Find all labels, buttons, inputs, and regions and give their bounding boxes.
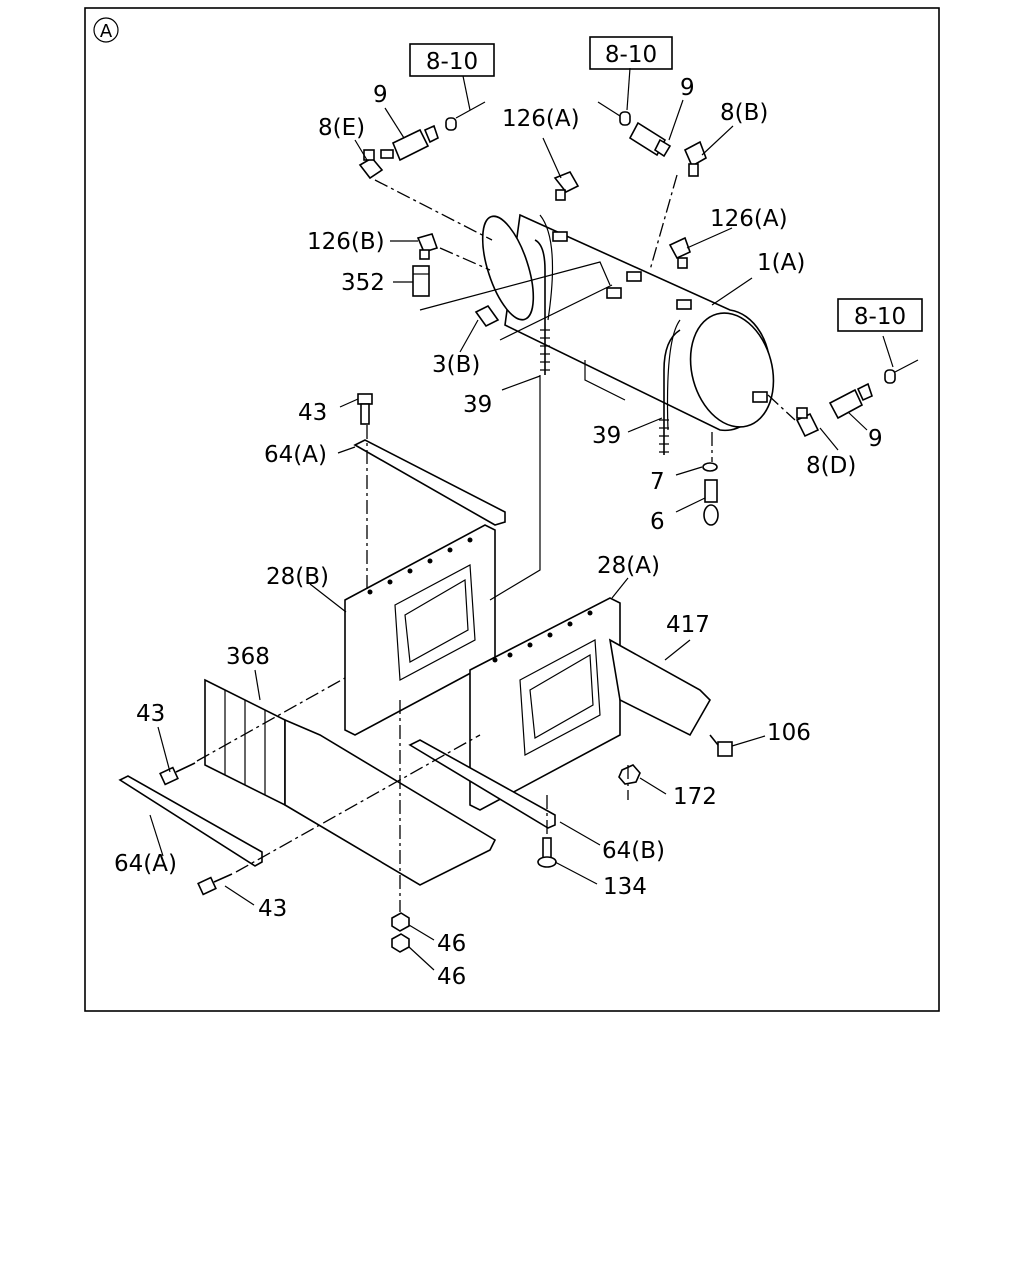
valve-9-left (380, 124, 439, 162)
nut-46-top (391, 912, 410, 932)
bracket-368 (204, 678, 286, 807)
bracket-28A (469, 597, 621, 811)
washer-7 (702, 462, 718, 472)
strap-64B (408, 739, 556, 829)
label-3B: 3(B) (432, 352, 480, 378)
strap-64A-top (353, 439, 506, 526)
frame-plate-lower (284, 718, 497, 886)
drain-cock-6 (703, 479, 719, 526)
label-368: 368 (226, 644, 270, 670)
ref-box-left-frame (409, 43, 495, 77)
air-tank (481, 213, 775, 432)
label-28A: 28(A) (597, 553, 660, 579)
adapter-352 (412, 265, 430, 297)
valve-9-mid (628, 121, 672, 158)
label-106: 106 (767, 720, 811, 746)
label-8E: 8(E) (318, 115, 365, 141)
bolt-43-top (357, 393, 373, 425)
fitting-8D (795, 407, 820, 438)
bracket-holes (367, 537, 593, 663)
seal-right (884, 369, 896, 384)
bolt-134 (537, 837, 557, 868)
label-8D: 8(D) (806, 453, 856, 479)
view-marker-label: A (100, 21, 113, 42)
nut-46-bottom (391, 933, 410, 953)
assembly-lines (196, 174, 796, 912)
bolt-43-bottom (197, 873, 233, 896)
u-bolt-right (663, 329, 681, 455)
ref-box-left: 8-10 (426, 49, 478, 75)
ref-box-mid-frame (589, 36, 673, 70)
bolt-106 (709, 734, 733, 757)
label-7: 7 (650, 469, 665, 495)
frame-plate-417 (608, 638, 711, 737)
ref-box-mid: 8-10 (605, 42, 657, 68)
leader-lines (149, 67, 894, 971)
label-9-right: 9 (868, 426, 883, 452)
label-64B: 64(B) (602, 838, 665, 864)
valve-9-right (828, 382, 873, 420)
label-352: 352 (341, 270, 385, 296)
elbow-126B (416, 233, 439, 260)
label-1A: 1(A) (757, 250, 805, 276)
elbow-126A-top (553, 170, 580, 201)
label-43-bottom: 43 (258, 896, 287, 922)
label-39-right: 39 (592, 423, 621, 449)
elbow-126A-right (668, 236, 691, 269)
bolt-43-left (159, 762, 196, 786)
label-126A-top: 126(A) (502, 106, 580, 132)
seal-mid (619, 111, 631, 126)
ref-box-right-frame (837, 298, 923, 332)
diagram-frame (84, 7, 940, 1012)
fitting-3B (474, 304, 500, 328)
label-43-top: 43 (298, 400, 327, 426)
label-46-bottom: 46 (437, 964, 466, 990)
guide-lines (419, 261, 626, 601)
seal-left (445, 117, 457, 131)
label-64A-bottom: 64(A) (114, 851, 177, 877)
label-6: 6 (650, 509, 665, 535)
label-46-top: 46 (437, 931, 466, 957)
label-9-left: 9 (373, 82, 388, 108)
label-417: 417 (666, 612, 710, 638)
u-bolt-left (534, 239, 546, 375)
label-43-left: 43 (136, 701, 165, 727)
label-8B: 8(B) (720, 100, 768, 126)
nut-172 (618, 764, 641, 785)
u-bolt-left-thread (540, 329, 550, 371)
label-134: 134 (603, 874, 647, 900)
fitting-8B (683, 140, 707, 177)
label-39-left: 39 (463, 392, 492, 418)
ref-box-right: 8-10 (854, 304, 906, 330)
label-28B: 28(B) (266, 564, 329, 590)
label-126A-right: 126(A) (710, 206, 788, 232)
label-64A-top: 64(A) (264, 442, 327, 468)
view-marker-circle (93, 17, 119, 43)
label-9-mid: 9 (680, 75, 695, 101)
label-172: 172 (673, 784, 717, 810)
label-126B: 126(B) (307, 229, 385, 255)
u-bolt-right-thread (659, 419, 669, 453)
